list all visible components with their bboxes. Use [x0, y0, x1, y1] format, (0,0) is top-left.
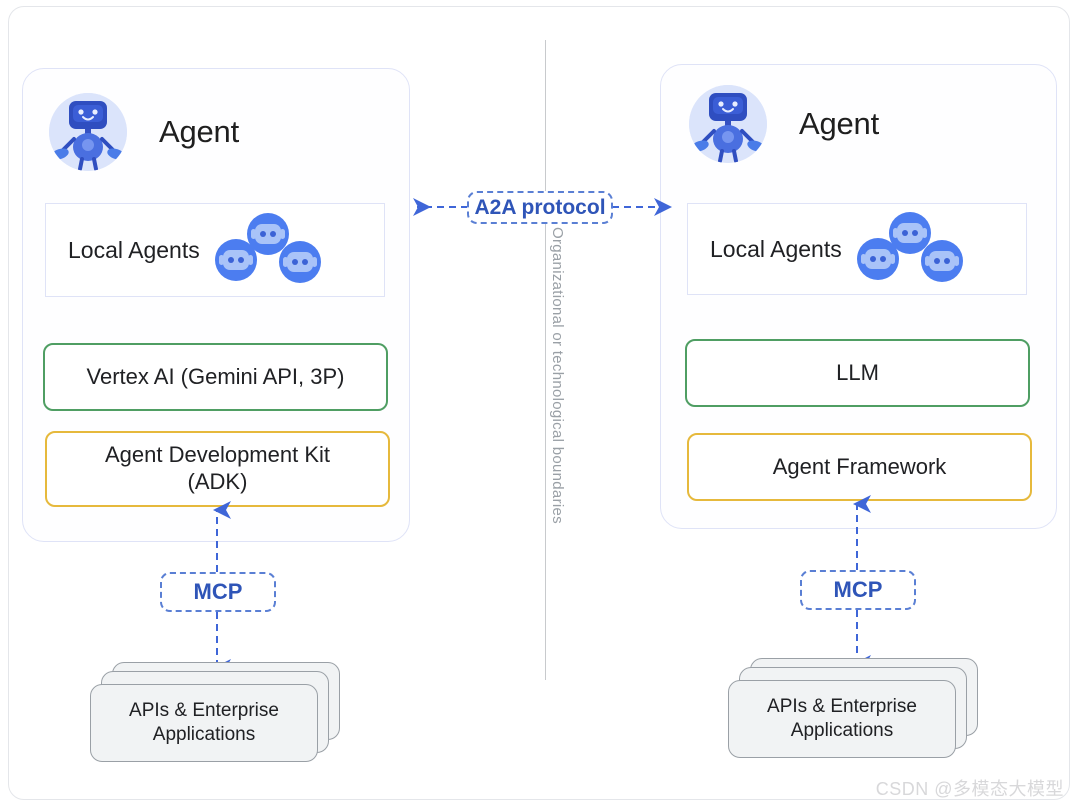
mcp-pill-left[interactable]: MCP: [160, 572, 276, 612]
api-stack-left: APIs & Enterprise Applications: [90, 662, 340, 770]
agent-header-right: Agent: [689, 85, 879, 163]
layer-box-vertex-ai: Vertex AI (Gemini API, 3P): [43, 343, 388, 411]
layer-box-llm: LLM: [685, 339, 1030, 407]
api-card-front: APIs & Enterprise Applications: [728, 680, 956, 758]
bot-cluster: [856, 211, 964, 288]
bot-icon: [920, 239, 964, 288]
api-card-line2: Applications: [790, 720, 894, 741]
agent-title: Agent: [159, 114, 240, 149]
bot-icon: [278, 240, 322, 289]
bot-cluster: [214, 212, 322, 289]
robot-avatar-icon: [689, 85, 767, 163]
mcp-pill-right[interactable]: MCP: [800, 570, 916, 610]
boundary-divider-label: Organizational or technological boundari…: [549, 227, 566, 524]
local-agents-label: Local Agents: [710, 235, 842, 262]
a2a-protocol-pill[interactable]: A2A protocol: [467, 191, 613, 224]
bot-icon: [246, 212, 290, 261]
agent-header-left: Agent: [49, 93, 239, 171]
api-card-front: APIs & Enterprise Applications: [90, 684, 318, 762]
layer-box-adk-line1: Agent Development Kit: [104, 442, 331, 468]
boundary-divider-line: [545, 40, 546, 680]
bot-icon: [856, 237, 900, 286]
api-card-line2: Applications: [152, 724, 256, 745]
api-card-line1: APIs & Enterprise: [767, 696, 917, 718]
bot-icon: [888, 211, 932, 260]
robot-avatar-icon: [49, 93, 127, 171]
layer-box-adk: Agent Development Kit (ADK): [45, 431, 390, 507]
bot-icon: [214, 238, 258, 287]
api-stack-right: APIs & Enterprise Applications: [728, 658, 978, 766]
agent-panel-left: Agent Local Agents: [22, 68, 410, 542]
layer-box-agent-framework: Agent Framework: [687, 433, 1032, 501]
agent-panel-right: Agent Local Agents: [660, 64, 1057, 529]
local-agents-box: Local Agents: [687, 203, 1027, 295]
local-agents-box: Local Agents: [45, 203, 385, 297]
layer-box-adk-line2: (ADK): [187, 469, 248, 494]
agent-title: Agent: [799, 106, 880, 141]
watermark: CSDN @多模态大模型: [875, 779, 1064, 799]
local-agents-label: Local Agents: [68, 236, 200, 263]
api-card-line1: APIs & Enterprise: [129, 700, 279, 722]
